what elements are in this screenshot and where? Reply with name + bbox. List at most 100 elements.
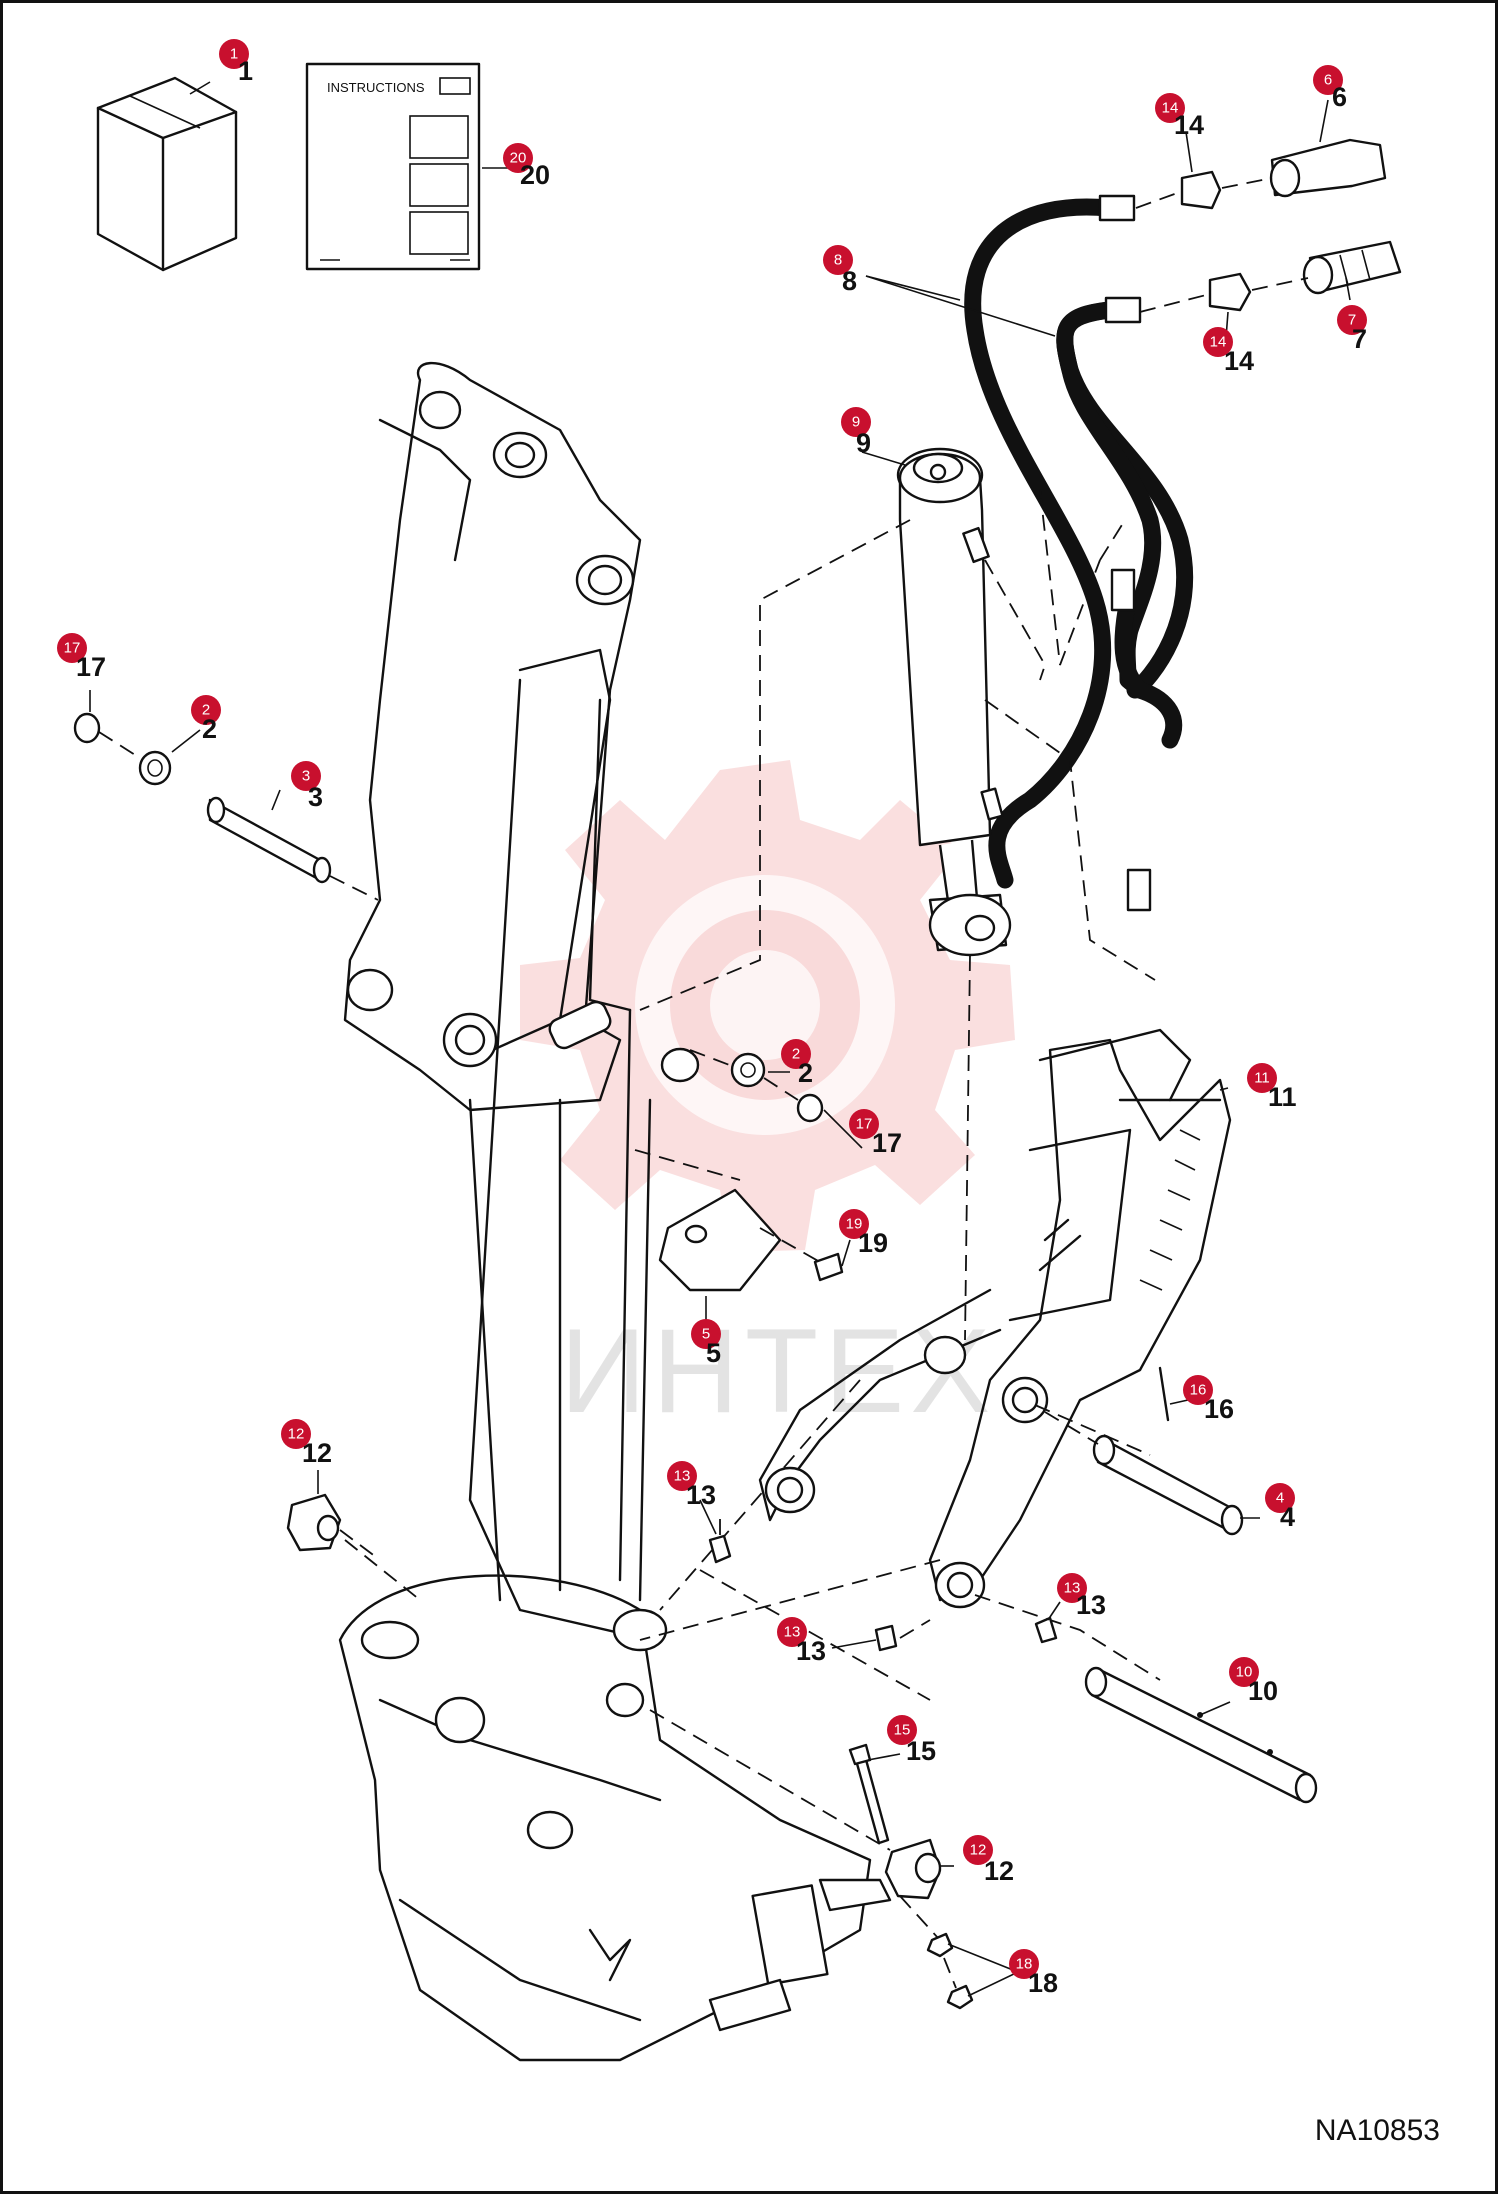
part-18-nut-lower: [946, 1984, 974, 2010]
part-label-13-c: 13: [1076, 1590, 1106, 1620]
svg-text:10: 10: [1236, 1664, 1253, 1681]
svg-text:13: 13: [674, 1468, 691, 1485]
svg-text:9: 9: [852, 414, 860, 431]
part-label-3: 3: [308, 782, 323, 812]
part-4-pin: [1092, 1434, 1244, 1536]
part-12-collar-upper: [286, 1493, 342, 1552]
excavator-arm: [343, 361, 700, 1642]
part-17-snap-ring: [73, 712, 101, 744]
part-label-13-b: 13: [796, 1636, 826, 1666]
part-16-roll-pin: [1158, 1366, 1170, 1422]
callout-11: 11: [1247, 1063, 1277, 1093]
part-14-adapter-upper: [1180, 170, 1222, 210]
part-13-grease-fitting-b: [874, 1624, 898, 1652]
part-label-16: 16: [1204, 1394, 1234, 1424]
part-label-19: 19: [858, 1228, 888, 1258]
part-label-9: 9: [856, 428, 871, 458]
part-label-12-upper: 12: [302, 1438, 332, 1468]
callout-13-a: 13: [667, 1461, 697, 1491]
part-label-17-upper: 17: [76, 652, 106, 682]
callout-4: 4: [1265, 1483, 1295, 1513]
svg-text:11: 11: [1254, 1070, 1270, 1087]
svg-text:2: 2: [202, 702, 210, 719]
part-label-20: 20: [520, 160, 550, 190]
svg-text:17: 17: [856, 1116, 873, 1133]
callout-15: 15: [887, 1715, 917, 1745]
callout-12-upper: 12: [281, 1419, 311, 1449]
svg-text:6: 6: [1324, 72, 1332, 89]
svg-text:12: 12: [970, 1842, 987, 1859]
excavator-bucket: [338, 1574, 892, 2062]
part-2-washer-lower: [730, 1052, 766, 1088]
svg-text:20: 20: [510, 150, 527, 167]
part-label-13-a: 13: [686, 1480, 716, 1510]
watermark-gear-logo: [520, 760, 1015, 1252]
callout-16: 16: [1183, 1375, 1213, 1405]
part-label-17-lower: 17: [872, 1128, 902, 1158]
part-label-4: 4: [1280, 1502, 1295, 1532]
watermark-text: ИНТЕХ: [560, 1304, 996, 1438]
callout-12-lower: 12: [963, 1835, 993, 1865]
instructions-card-title: INSTRUCTIONS: [327, 80, 425, 95]
svg-text:5: 5: [702, 1326, 710, 1343]
part-label-7: 7: [1352, 324, 1367, 354]
callout-20: 20: [503, 143, 533, 173]
part-14-adapter-lower: [1208, 272, 1252, 312]
part-19-bolt: [813, 1252, 844, 1282]
part-label-5: 5: [706, 1338, 721, 1368]
svg-text:3: 3: [302, 768, 310, 785]
part-label-15: 15: [906, 1736, 936, 1766]
svg-text:19: 19: [846, 1216, 863, 1233]
part-12-collar-lower: [884, 1838, 942, 1900]
svg-text:15: 15: [894, 1722, 911, 1739]
part-3-pin: [206, 796, 332, 884]
part-13-grease-fitting-c: [1034, 1616, 1058, 1644]
callout-2-upper: 2: [191, 695, 221, 725]
part-1-kit-box: [96, 76, 238, 272]
callout-2-lower: 2: [781, 1039, 811, 1069]
svg-text:2: 2: [792, 1046, 800, 1063]
part-20-instructions-sheet: INSTRUCTIONS: [305, 62, 481, 271]
svg-text:16: 16: [1190, 1382, 1207, 1399]
callout-13-b: 13: [777, 1617, 807, 1647]
part-18-nut-upper: [926, 1932, 954, 1958]
part-13-grease-fitting-a: [708, 1534, 732, 1564]
svg-text:17: 17: [64, 640, 81, 657]
part-5-bracket: [658, 1188, 782, 1292]
svg-text:4: 4: [1276, 1490, 1284, 1507]
part-label-14-upper: 14: [1174, 110, 1204, 140]
part-label-1: 1: [238, 56, 253, 86]
callout-17-upper: 17: [57, 633, 87, 663]
part-8-hydraulic-hoses: [964, 198, 1194, 889]
part-label-2-lower: 2: [798, 1058, 813, 1088]
svg-text:8: 8: [834, 252, 842, 269]
part-7-coupler: [1302, 240, 1402, 295]
svg-text:13: 13: [1064, 1580, 1081, 1597]
part-label-10: 10: [1248, 1676, 1278, 1706]
svg-text:13: 13: [784, 1624, 801, 1641]
part-11-thumb-attachment: [758, 1028, 1232, 1609]
part-2-washer: [138, 750, 172, 786]
svg-text:12: 12: [288, 1426, 305, 1443]
callout-18: 18: [1009, 1949, 1039, 1979]
part-label-6: 6: [1332, 82, 1347, 112]
svg-text:14: 14: [1162, 100, 1179, 117]
callout-3: 3: [291, 761, 321, 791]
svg-text:7: 7: [1348, 312, 1356, 329]
callout-14-lower: 14: [1203, 327, 1233, 357]
callout-13-c: 13: [1057, 1573, 1087, 1603]
svg-text:18: 18: [1016, 1956, 1033, 1973]
part-9-hydraulic-cylinder: [896, 447, 1012, 957]
callout-7: 7: [1337, 305, 1367, 335]
callout-leader-lines: [89, 81, 1351, 1997]
callout-14-upper: 14: [1155, 93, 1185, 123]
callout-9: 9: [841, 407, 871, 437]
part-label-14-lower: 14: [1224, 346, 1254, 376]
part-6-coupler: [1269, 138, 1387, 198]
part-17-snap-ring-lower: [796, 1093, 824, 1123]
callout-8: 8: [823, 245, 853, 275]
part-10-pin: [1084, 1666, 1318, 1804]
callout-1: 1: [219, 39, 249, 69]
callout-17-lower: 17: [849, 1109, 879, 1139]
